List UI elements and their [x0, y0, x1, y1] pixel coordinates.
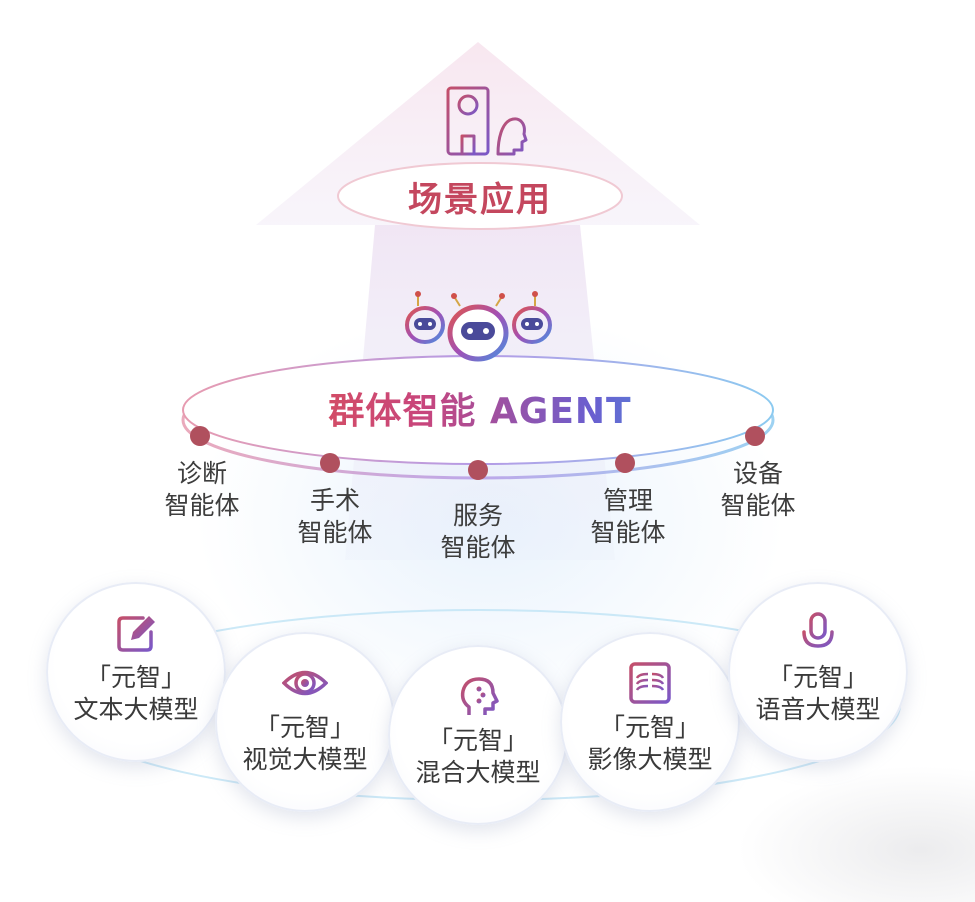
model-name-line1: 「元智」 [599, 713, 700, 742]
model-voice: 「元智」 语音大模型 [728, 582, 908, 762]
agent-node-line2: 智能体 [590, 518, 666, 547]
model-name-line2: 视觉大模型 [242, 745, 368, 774]
agent-node-dot [468, 460, 488, 480]
model-name-line2: 文本大模型 [73, 695, 199, 724]
microphone-icon [802, 612, 834, 655]
edit-document-icon [117, 616, 155, 652]
agent-node-dot [615, 453, 635, 473]
model-vision: 「元智」 视觉大模型 [215, 632, 395, 812]
model-name-line1: 「元智」 [427, 726, 528, 755]
agent-node-line2: 智能体 [440, 533, 516, 562]
agent-node-management: 管理 智能体 [568, 485, 688, 549]
agent-node-line2: 智能体 [720, 491, 796, 520]
ai-head-icon [459, 677, 499, 715]
agent-node-service: 服务 智能体 [418, 500, 538, 564]
eye-icon [282, 670, 328, 696]
agent-node-equipment: 设备 智能体 [698, 458, 818, 522]
agent-node-dot [745, 426, 765, 446]
hospital-doctor-icon [446, 86, 528, 156]
model-name-line1: 「元智」 [85, 663, 186, 692]
model-hybrid: 「元智」 混合大模型 [388, 645, 568, 825]
xray-icon [629, 662, 671, 704]
scene-ellipse [337, 162, 623, 230]
agent-node-dot [320, 453, 340, 473]
model-name-line2: 混合大模型 [415, 758, 541, 787]
agent-title: 群体智能 AGENT [200, 378, 760, 438]
agent-node-line1: 诊断 [176, 459, 227, 488]
model-imaging: 「元智」 影像大模型 [560, 632, 740, 812]
agent-node-line1: 设备 [732, 459, 783, 488]
model-name-line2: 语音大模型 [755, 695, 881, 724]
model-name-line1: 「元智」 [254, 713, 355, 742]
agent-node-line1: 服务 [452, 501, 503, 530]
agent-node-dot [190, 426, 210, 446]
model-name-line1: 「元智」 [767, 663, 868, 692]
agent-node-diagnosis: 诊断 智能体 [142, 458, 262, 522]
agent-node-surgery: 手术 智能体 [275, 485, 395, 549]
agent-node-line2: 智能体 [297, 518, 373, 547]
scene-title: 场景应用 [408, 179, 552, 220]
agent-node-line1: 手术 [309, 486, 360, 515]
model-name-line2: 影像大模型 [587, 745, 713, 774]
robot-group-icon [405, 291, 552, 362]
model-text: 「元智」 文本大模型 [46, 582, 226, 762]
agent-node-line2: 智能体 [164, 491, 240, 520]
agent-node-line1: 管理 [602, 486, 653, 515]
